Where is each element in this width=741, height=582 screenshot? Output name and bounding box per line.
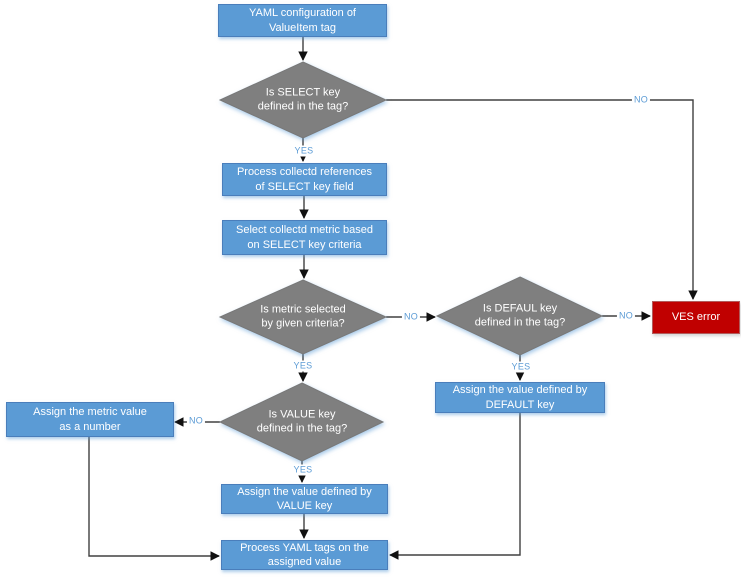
select-key-decision-diamond [218,61,388,139]
edge-label-select-no: NO [631,94,651,106]
node-yaml-config: YAML configuration of ValueItem tag [218,4,387,37]
connector-select-no-to-ves-error [386,99,698,300]
node-ves-error: VES error [652,301,740,334]
edge-label-metric-yes: YES [291,360,315,372]
node-select-metric: Select collectd metric based on SELECT k… [222,220,387,255]
value-key-decision-diamond [218,382,385,462]
default-key-decision-diamond [435,276,604,356]
connector-assign-metric-to-process-yaml [88,437,220,561]
edge-label-select-yes: YES [292,145,316,157]
node-process-references: Process collectd references of SELECT ke… [222,163,387,196]
node-assign-default: Assign the value defined by DEFAULT key [435,382,605,413]
connector-assign-default-to-process-yaml [389,413,521,560]
edge-label-value-yes: YES [291,464,315,476]
edge-label-value-no: NO [186,415,206,427]
node-assign-metric-number: Assign the metric value as a number [6,402,174,437]
edge-label-metric-no: NO [401,311,421,323]
metric-selected-decision-diamond [218,279,388,355]
node-process-yaml-tags: Process YAML tags on the assigned value [221,540,388,570]
edge-label-default-yes: YES [509,361,533,373]
node-assign-value: Assign the value defined by VALUE key [221,484,388,514]
edge-label-default-no: NO [616,310,636,322]
